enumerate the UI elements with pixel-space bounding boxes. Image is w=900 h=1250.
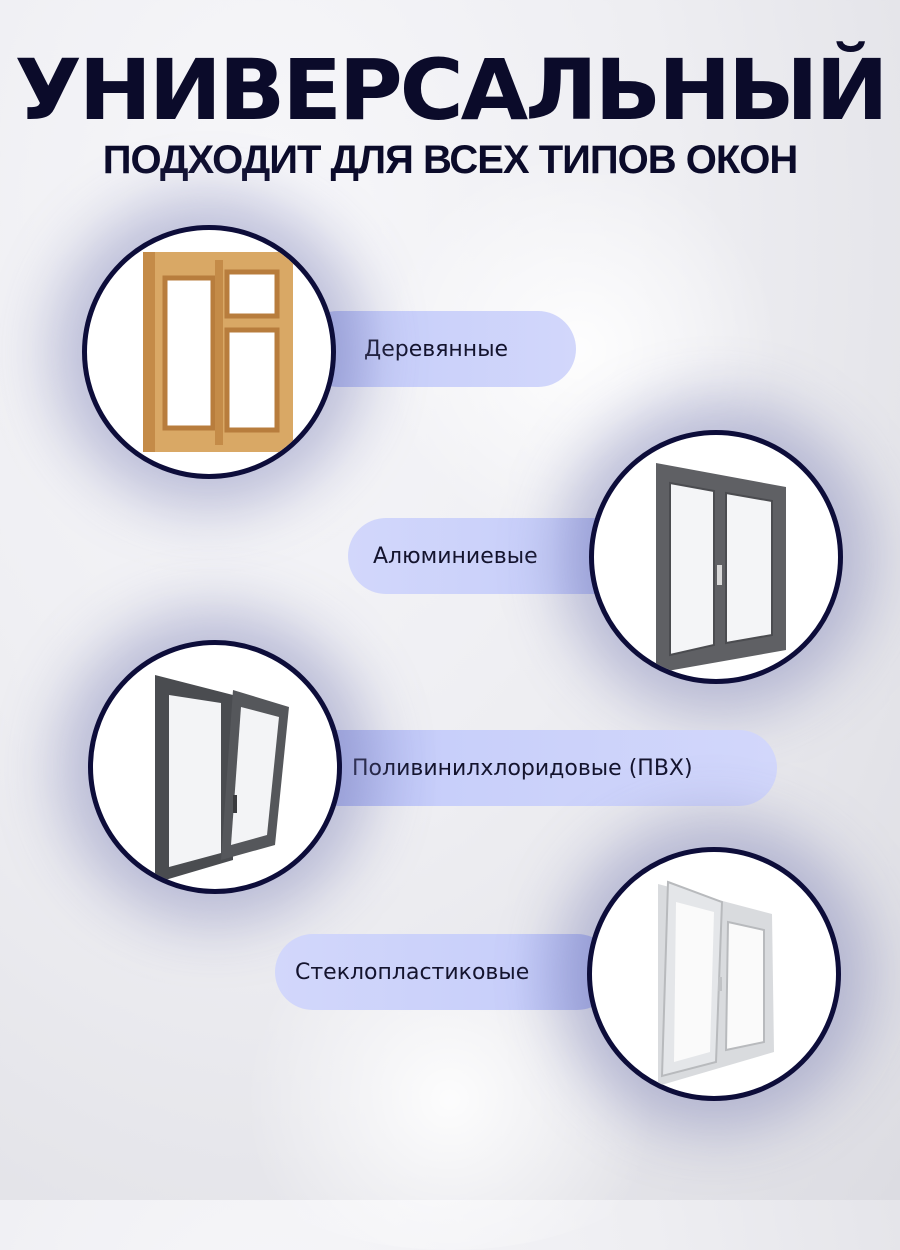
window-type-label-pvc: Поливинилхлоридовые (ПВХ) bbox=[300, 730, 777, 806]
label-text: Алюминиевые bbox=[373, 543, 538, 569]
label-text: Стеклопластиковые bbox=[295, 959, 530, 985]
fiberglass-window-icon bbox=[658, 880, 774, 1086]
page-title: УНИВЕРСАЛЬНЫЙ bbox=[14, 41, 889, 139]
fiberglass-window-image bbox=[587, 847, 841, 1101]
page-subtitle: ПОДХОДИТ ДЛЯ ВСЕХ ТИПОВ ОКОН bbox=[102, 138, 799, 182]
window-type-label-fiberglass: Стеклопластиковые bbox=[275, 934, 615, 1010]
label-text: Поливинилхлоридовые (ПВХ) bbox=[352, 755, 693, 781]
label-text: Деревянные bbox=[364, 336, 509, 362]
window-type-label-wooden: Деревянные bbox=[300, 311, 576, 387]
window-type-label-aluminum: Алюминиевые bbox=[348, 518, 638, 594]
wooden-window-image bbox=[82, 225, 336, 479]
pvc-window-image bbox=[88, 640, 342, 894]
aluminum-window-icon bbox=[656, 463, 786, 673]
pvc-window-icon bbox=[155, 675, 289, 883]
aluminum-window-image bbox=[589, 430, 843, 684]
wooden-window-icon bbox=[143, 252, 293, 452]
